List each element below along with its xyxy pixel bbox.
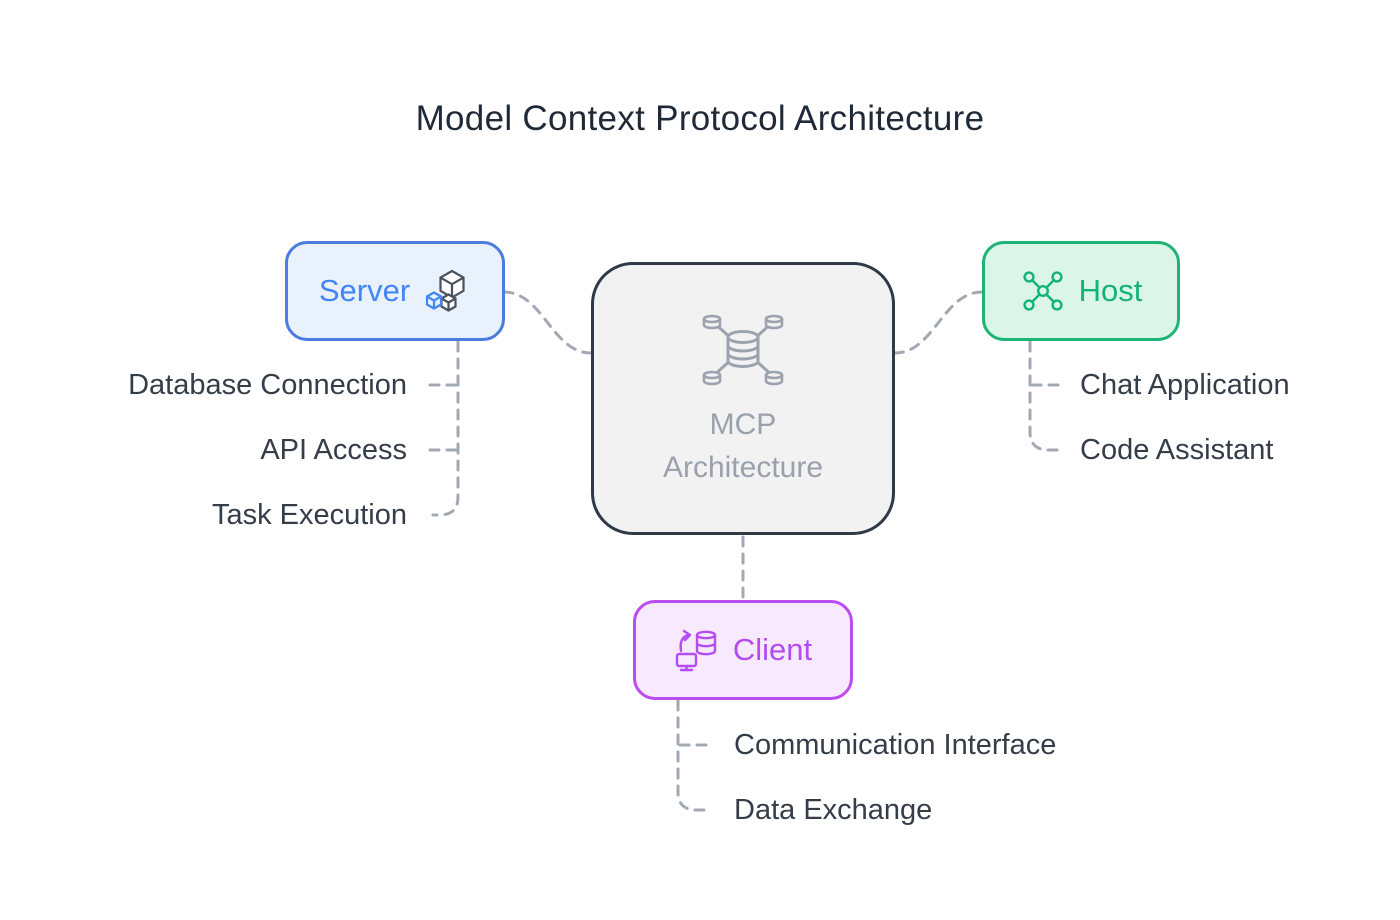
connector-server-center bbox=[502, 290, 593, 355]
mcp-label-line1: MCP bbox=[709, 407, 777, 441]
database-network-icon bbox=[702, 314, 784, 385]
network-nodes-icon bbox=[1023, 271, 1063, 311]
diagram-title: Model Context Protocol Architecture bbox=[415, 99, 985, 138]
cubes-icon bbox=[426, 269, 465, 312]
server-item-task-execution: Task Execution bbox=[211, 499, 407, 531]
connector-server-trunk bbox=[431, 340, 460, 517]
client-item-data-exchange: Data Exchange bbox=[734, 794, 933, 826]
mcp-label-line2: Architecture bbox=[662, 450, 824, 484]
connector-host-trunk bbox=[1028, 340, 1059, 452]
client-node-label: Client bbox=[732, 632, 813, 667]
client-node: Client bbox=[633, 600, 853, 700]
server-node: Server bbox=[285, 241, 505, 341]
host-item-chat-application: Chat Application bbox=[1080, 369, 1290, 401]
mcp-architecture-label: MCP Architecture bbox=[663, 403, 823, 489]
host-node: Host bbox=[982, 241, 1180, 341]
server-item-api-access: API Access bbox=[260, 434, 407, 466]
connector-client-trunk bbox=[676, 699, 707, 812]
mcp-architecture-node: MCP Architecture bbox=[591, 262, 895, 535]
host-item-code-assistant: Code Assistant bbox=[1080, 434, 1274, 466]
host-node-label: Host bbox=[1078, 273, 1143, 308]
server-item-database-connection: Database Connection bbox=[128, 369, 407, 401]
server-node-label: Server bbox=[318, 273, 411, 308]
client-item-communication-interface: Communication Interface bbox=[734, 729, 1057, 761]
database-monitor-icon bbox=[675, 629, 717, 672]
connector-host-center bbox=[893, 290, 984, 355]
